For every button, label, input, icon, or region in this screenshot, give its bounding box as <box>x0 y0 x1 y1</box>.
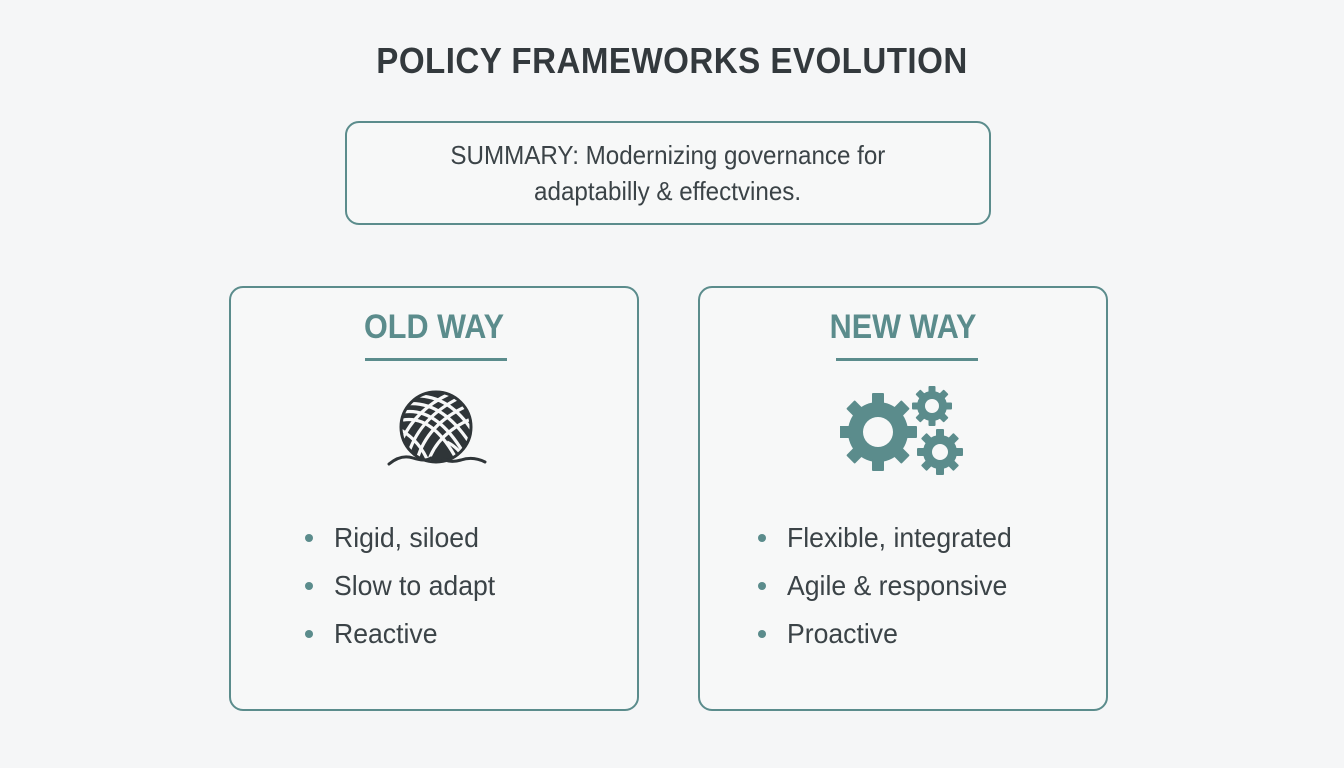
bullet-icon <box>305 534 313 542</box>
new-way-heading: NEW WAY <box>829 308 977 346</box>
gears-icon <box>839 382 968 478</box>
old-way-panel: OLD WAY Rigid, silo <box>229 286 639 711</box>
bullet-icon <box>758 534 766 542</box>
new-way-underline <box>836 358 978 361</box>
page-title: POLICY FRAMEWORKS EVOLUTION <box>376 40 968 81</box>
yarn-ball-icon <box>381 382 491 478</box>
list-item: Proactive <box>758 610 1024 658</box>
list-item: Rigid, siloed <box>305 514 504 562</box>
bullet-icon <box>305 582 313 590</box>
summary-line-1: SUMMARY: Modernizing governance for <box>450 140 886 170</box>
list-item: Agile & responsive <box>758 562 1024 610</box>
list-item: Flexible, integrated <box>758 514 1024 562</box>
summary-line-2: adaptabilly & effectvines. <box>534 176 802 206</box>
bullet-icon <box>305 630 313 638</box>
old-way-list: Rigid, siloed Slow to adapt Reactive <box>305 514 504 658</box>
list-item: Reactive <box>305 610 504 658</box>
new-way-list: Flexible, integrated Agile & responsive … <box>758 514 1024 658</box>
old-way-underline <box>365 358 507 361</box>
bullet-icon <box>758 630 766 638</box>
old-way-heading: OLD WAY <box>363 308 504 346</box>
bullet-icon <box>758 582 766 590</box>
list-item: Slow to adapt <box>305 562 504 610</box>
summary-box: SUMMARY: Modernizing governance for adap… <box>345 121 991 225</box>
new-way-panel: NEW WAY <box>698 286 1108 711</box>
